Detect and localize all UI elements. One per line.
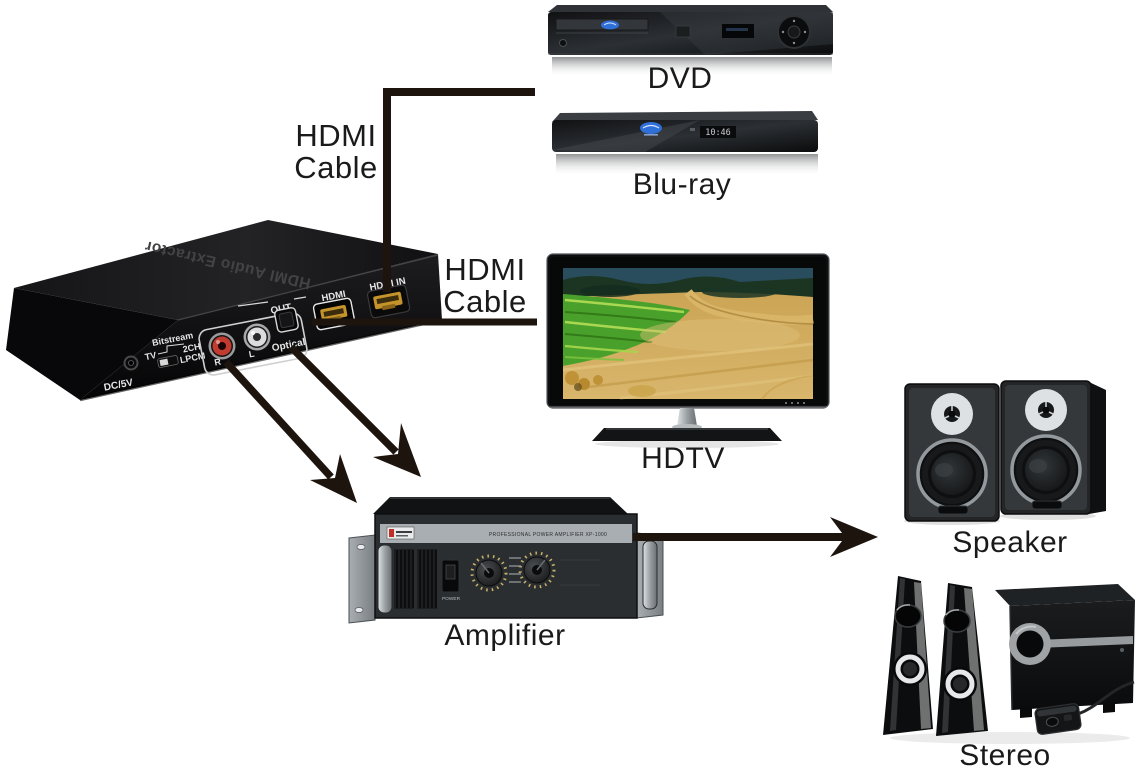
stereo-subwoofer [995, 584, 1135, 718]
amplifier-label: Amplifier [444, 619, 566, 652]
amp-handle-right [642, 540, 658, 610]
stereo-remote-wire [1077, 680, 1135, 716]
rca-right-label: R [213, 356, 222, 367]
rca-left-label: L [248, 349, 256, 360]
hdtv-screen [562, 268, 814, 400]
amp-handle-left [377, 544, 393, 614]
dvd-reflection [552, 57, 832, 77]
stereo-satellite-left [883, 576, 933, 735]
hdmi-cable-label-mid: HDMI Cable [443, 251, 527, 319]
amp-rack-ear-left [348, 534, 376, 624]
speaker-label: Speaker [952, 526, 1068, 559]
out-group-outline [198, 312, 308, 376]
rca-jack-left [243, 323, 271, 351]
amp-vent-grille [394, 549, 437, 609]
rca-jack-right [208, 332, 236, 360]
dvd-player-image [548, 5, 833, 77]
svg-text:LPCM: LPCM [179, 351, 206, 366]
hdtv-stand-base [592, 428, 782, 441]
amp-gain-knob-left [470, 554, 508, 592]
amp-gain-knob-right [518, 551, 556, 589]
hdmi-audio-extractor-image: HDMI Audio Extractor DC/5V Bitstream TV … [6, 220, 443, 402]
hdmi-cable-label-top: HDMI Cable [294, 117, 378, 185]
dvd-control-pad [777, 15, 811, 49]
hdtv-label: HDTV [641, 442, 725, 475]
audio-mode-switch: Bitstream TV 2CH LPCM [144, 330, 206, 368]
bluray-logo-icon [601, 20, 619, 30]
bluray-logo-icon [640, 122, 662, 136]
stereo-satellite-right [936, 583, 988, 736]
bluray-player-image: 10:46 [552, 111, 818, 176]
bluray-clock-display: 10:46 [705, 128, 731, 138]
amplifier-image: PROFESSIONAL POWER AMPLIFIER XP-1000 POW… [348, 497, 664, 624]
dc-power-jack [123, 355, 139, 371]
stereo-system-image [883, 576, 1135, 744]
svg-text:TV: TV [144, 350, 157, 362]
speaker-pair-image [904, 380, 1106, 525]
audio-arrow-optical [288, 344, 421, 477]
svg-text:2CH: 2CH [182, 341, 202, 354]
dvd-label: DVD [647, 62, 713, 95]
audio-arrow-rca [223, 359, 357, 503]
amp-power-switch: POWER [441, 559, 461, 602]
bluray-reflection [556, 154, 818, 176]
svg-text:POWER: POWER [442, 596, 461, 602]
stereo-remote-control [1034, 680, 1135, 735]
stereo-label: Stereo [959, 739, 1051, 768]
amp-to-speaker-arrow [633, 517, 878, 557]
bluray-label: Blu-ray [632, 168, 732, 201]
amp-brand-text: PROFESSIONAL POWER AMPLIFIER XP-1000 [489, 532, 607, 538]
hdtv-image [546, 253, 830, 448]
speaker-right [1000, 380, 1106, 515]
hdtv-stand-neck [677, 408, 697, 426]
amp-header-strip [380, 524, 632, 543]
hdmi-out-label: HDMI [321, 289, 347, 304]
speaker-left [904, 383, 1000, 522]
hdmi-cable-line-top [383, 88, 535, 292]
optical-port [274, 307, 299, 333]
